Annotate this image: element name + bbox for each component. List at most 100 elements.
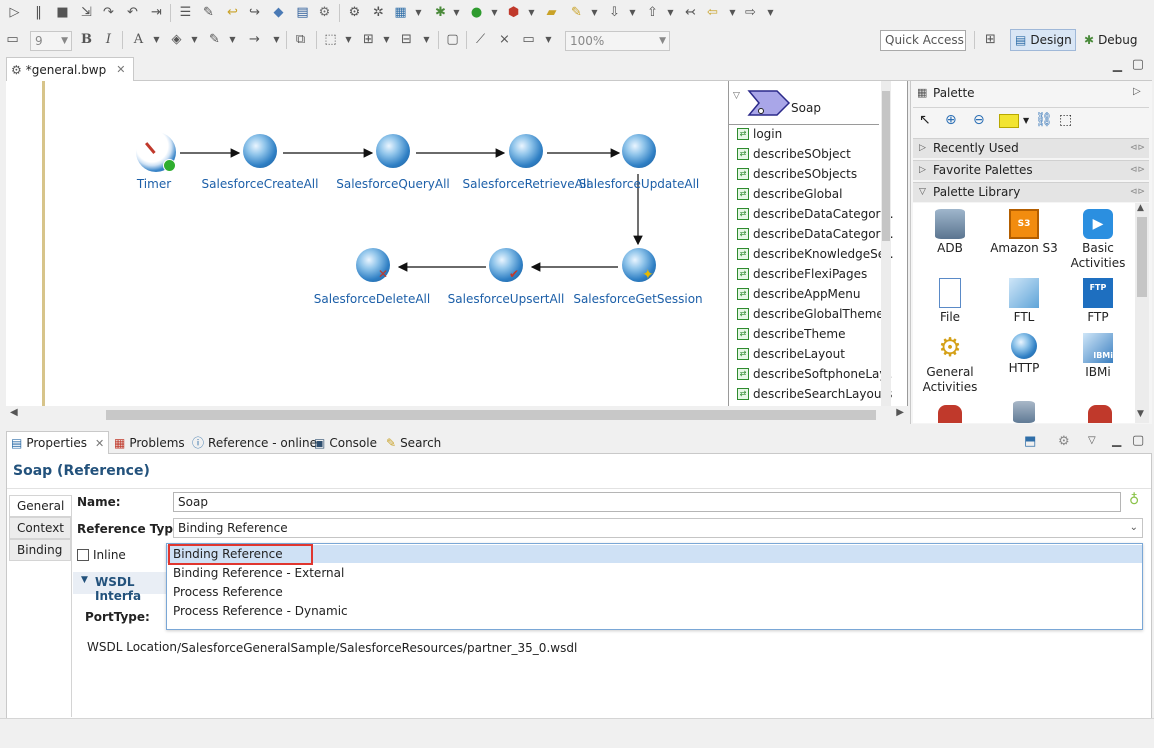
toggle-view-icon[interactable]: ⚙ — [1058, 434, 1070, 449]
note-icon[interactable] — [999, 114, 1019, 128]
font-size-combo[interactable]: 9 ▼ — [30, 31, 72, 51]
chevron-down-icon[interactable]: ▼ — [591, 8, 598, 17]
chevron-down-icon[interactable]: ▼ — [423, 35, 430, 44]
operation-item[interactable]: ⇄describeGlobalTheme — [737, 304, 884, 324]
database-icon[interactable]: ▤ — [296, 5, 309, 20]
bold-icon[interactable]: B — [81, 32, 92, 47]
pencil-icon[interactable]: ✎ — [571, 5, 582, 20]
palette-section-recently-used[interactable]: ▷ Recently Used ⊲⊳ — [913, 138, 1149, 158]
back-history-icon[interactable]: ↢ — [685, 5, 696, 20]
operation-item[interactable]: ⇄describeKnowledgeSet. — [737, 244, 894, 264]
node-label-salesforce-upsert-all[interactable]: SalesforceUpsertAll — [447, 292, 565, 306]
salesforce-query-all-icon[interactable] — [376, 134, 410, 168]
maximize-icon[interactable]: ▢ — [1131, 57, 1144, 72]
design-perspective-button[interactable]: ▤ Design — [1010, 29, 1076, 51]
chevron-down-icon[interactable]: ▼ — [345, 35, 352, 44]
scroll-down-icon[interactable]: ▼ — [1137, 409, 1144, 419]
wsdl-section-header[interactable]: ▼ WSDL Interfa — [73, 572, 169, 603]
inline-checkbox[interactable] — [77, 549, 89, 561]
zoom-out-icon[interactable]: ⊖ — [973, 112, 985, 128]
operation-item[interactable]: ⇄describeSObject — [737, 144, 851, 164]
dropdown-option-binding-reference[interactable]: Binding Reference — [173, 547, 283, 561]
chart-icon[interactable]: ▦ — [394, 5, 407, 20]
arrange-icon[interactable]: ⊞ — [363, 32, 374, 47]
chevron-down-icon[interactable]: ▼ — [383, 35, 390, 44]
collapse-triangle-icon[interactable]: ▽ — [733, 91, 740, 101]
palette-scrollbar[interactable]: ▲ ▼ — [1135, 203, 1149, 423]
tab-problems[interactable]: ▦ Problems — [114, 435, 185, 450]
palette-item-adb[interactable]: ADB — [915, 209, 985, 256]
scrollbar-thumb[interactable] — [882, 91, 890, 241]
node-label-salesforce-delete-all[interactable]: SalesforceDeleteAll — [313, 292, 431, 306]
cube-icon[interactable]: ◆ — [273, 5, 284, 20]
pin-icon[interactable]: ⊲⊳ — [1129, 165, 1145, 175]
edit-icon[interactable]: ✎ — [203, 5, 214, 20]
select-all-icon[interactable]: ⬚ — [324, 32, 337, 47]
marquee-icon[interactable]: ⬚ — [1059, 112, 1073, 128]
chevron-down-icon[interactable]: ▼ — [1023, 116, 1030, 125]
operation-item[interactable]: ⇄login — [737, 124, 782, 144]
canvas-h-scrollbar[interactable]: ◀ ▶ — [6, 406, 908, 424]
chevron-down-icon[interactable]: ▼ — [545, 35, 552, 44]
chevron-down-icon[interactable]: ▼ — [191, 35, 198, 44]
palette-section-palette-library[interactable]: ▽ Palette Library ⊲⊳ — [913, 182, 1149, 202]
ops-scrollbar[interactable] — [881, 81, 891, 406]
operation-item[interactable]: ⇄describeSearchLayouts — [737, 384, 892, 404]
process-canvas[interactable]: Timer SalesforceCreateAll SalesforceQuer… — [6, 81, 728, 406]
link-icon[interactable]: ⛓ — [1035, 112, 1053, 128]
pin-view-icon[interactable]: ⬒ — [1024, 434, 1037, 449]
redo-icon[interactable]: ↪ — [249, 5, 260, 20]
name-field[interactable]: Soap — [173, 492, 1121, 512]
chevron-down-icon[interactable]: ▼ — [415, 8, 422, 17]
node-label-timer[interactable]: Timer — [136, 177, 172, 191]
side-tab-binding[interactable]: Binding — [9, 539, 71, 561]
scroll-right-icon[interactable]: ▶ — [896, 407, 904, 418]
back-icon[interactable]: ⇦ — [707, 5, 718, 20]
stop-icon[interactable]: ■ — [56, 5, 69, 20]
tab-properties[interactable]: ▤ Properties ✕ — [6, 431, 110, 454]
chevron-down-icon[interactable]: ▼ — [667, 8, 674, 17]
node-label-salesforce-retrieve-all[interactable]: SalesforceRetrieveAll — [462, 177, 590, 191]
salesforce-retrieve-all-icon[interactable] — [509, 134, 543, 168]
dropdown-option-binding-reference-external[interactable]: Binding Reference - External — [173, 566, 345, 580]
pin-icon[interactable]: ⊲⊳ — [1129, 187, 1145, 197]
scroll-left-icon[interactable]: ◀ — [10, 407, 18, 418]
node-label-salesforce-create-all[interactable]: SalesforceCreateAll — [201, 177, 319, 191]
gear-alt-icon[interactable]: ✲ — [373, 5, 384, 20]
palette-item-amazon-s3[interactable]: S3 Amazon S3 — [989, 209, 1059, 256]
salesforce-update-all-icon[interactable] — [622, 134, 656, 168]
salesforce-create-all-icon[interactable] — [243, 134, 277, 168]
palette-item-basic-activities[interactable]: ▶ Basic Activities — [1063, 209, 1133, 271]
maximize-icon[interactable]: ▢ — [1132, 433, 1145, 448]
view-menu-icon[interactable]: ▽ — [1088, 435, 1096, 446]
quick-access-input[interactable]: Quick Access — [880, 30, 966, 51]
chevron-down-icon[interactable]: ▼ — [453, 8, 460, 17]
next-annotation-icon[interactable]: ⇩ — [609, 5, 620, 20]
play-icon[interactable]: ● — [470, 5, 483, 20]
scroll-up-icon[interactable]: ▲ — [1137, 203, 1144, 213]
palette-section-favorite-palettes[interactable]: ▷ Favorite Palettes ⊲⊳ — [913, 160, 1149, 180]
salesforce-get-session-icon[interactable] — [622, 248, 656, 282]
fill-color-icon[interactable]: ◈ — [171, 32, 182, 47]
chevron-down-icon[interactable]: ▼ — [629, 8, 636, 17]
operation-item[interactable]: ⇄describeAppMenu — [737, 284, 861, 304]
operation-item[interactable]: ⇄describeGlobal — [737, 184, 842, 204]
prev-annotation-icon[interactable]: ⇧ — [647, 5, 658, 20]
debug-icon[interactable]: ✱ — [435, 5, 446, 20]
palette-item-ftl[interactable]: FTL — [989, 278, 1059, 325]
dropdown-option-process-reference[interactable]: Process Reference — [173, 585, 283, 599]
chevron-down-icon[interactable]: ▼ — [729, 8, 736, 17]
chevron-down-icon[interactable]: ▼ — [491, 8, 498, 17]
forward-icon[interactable]: ⇨ — [745, 5, 756, 20]
tab-search[interactable]: ✎ Search — [386, 435, 442, 450]
no-route-icon[interactable]: ⨯ — [499, 32, 510, 47]
palette-item-java-alt-icon[interactable] — [1088, 405, 1112, 423]
chevron-down-icon[interactable]: ▼ — [153, 35, 160, 44]
layout-icon[interactable]: ▭ — [522, 32, 535, 47]
tab-reference-online[interactable]: ⓘ Reference - online — [192, 435, 318, 451]
line-style-icon[interactable]: → — [249, 32, 260, 47]
terminate-icon[interactable]: ⇥ — [151, 5, 162, 20]
salesforce-delete-all-icon[interactable] — [356, 248, 390, 282]
chevron-down-icon[interactable]: ▼ — [229, 35, 236, 44]
node-label-salesforce-query-all[interactable]: SalesforceQueryAll — [336, 177, 450, 191]
